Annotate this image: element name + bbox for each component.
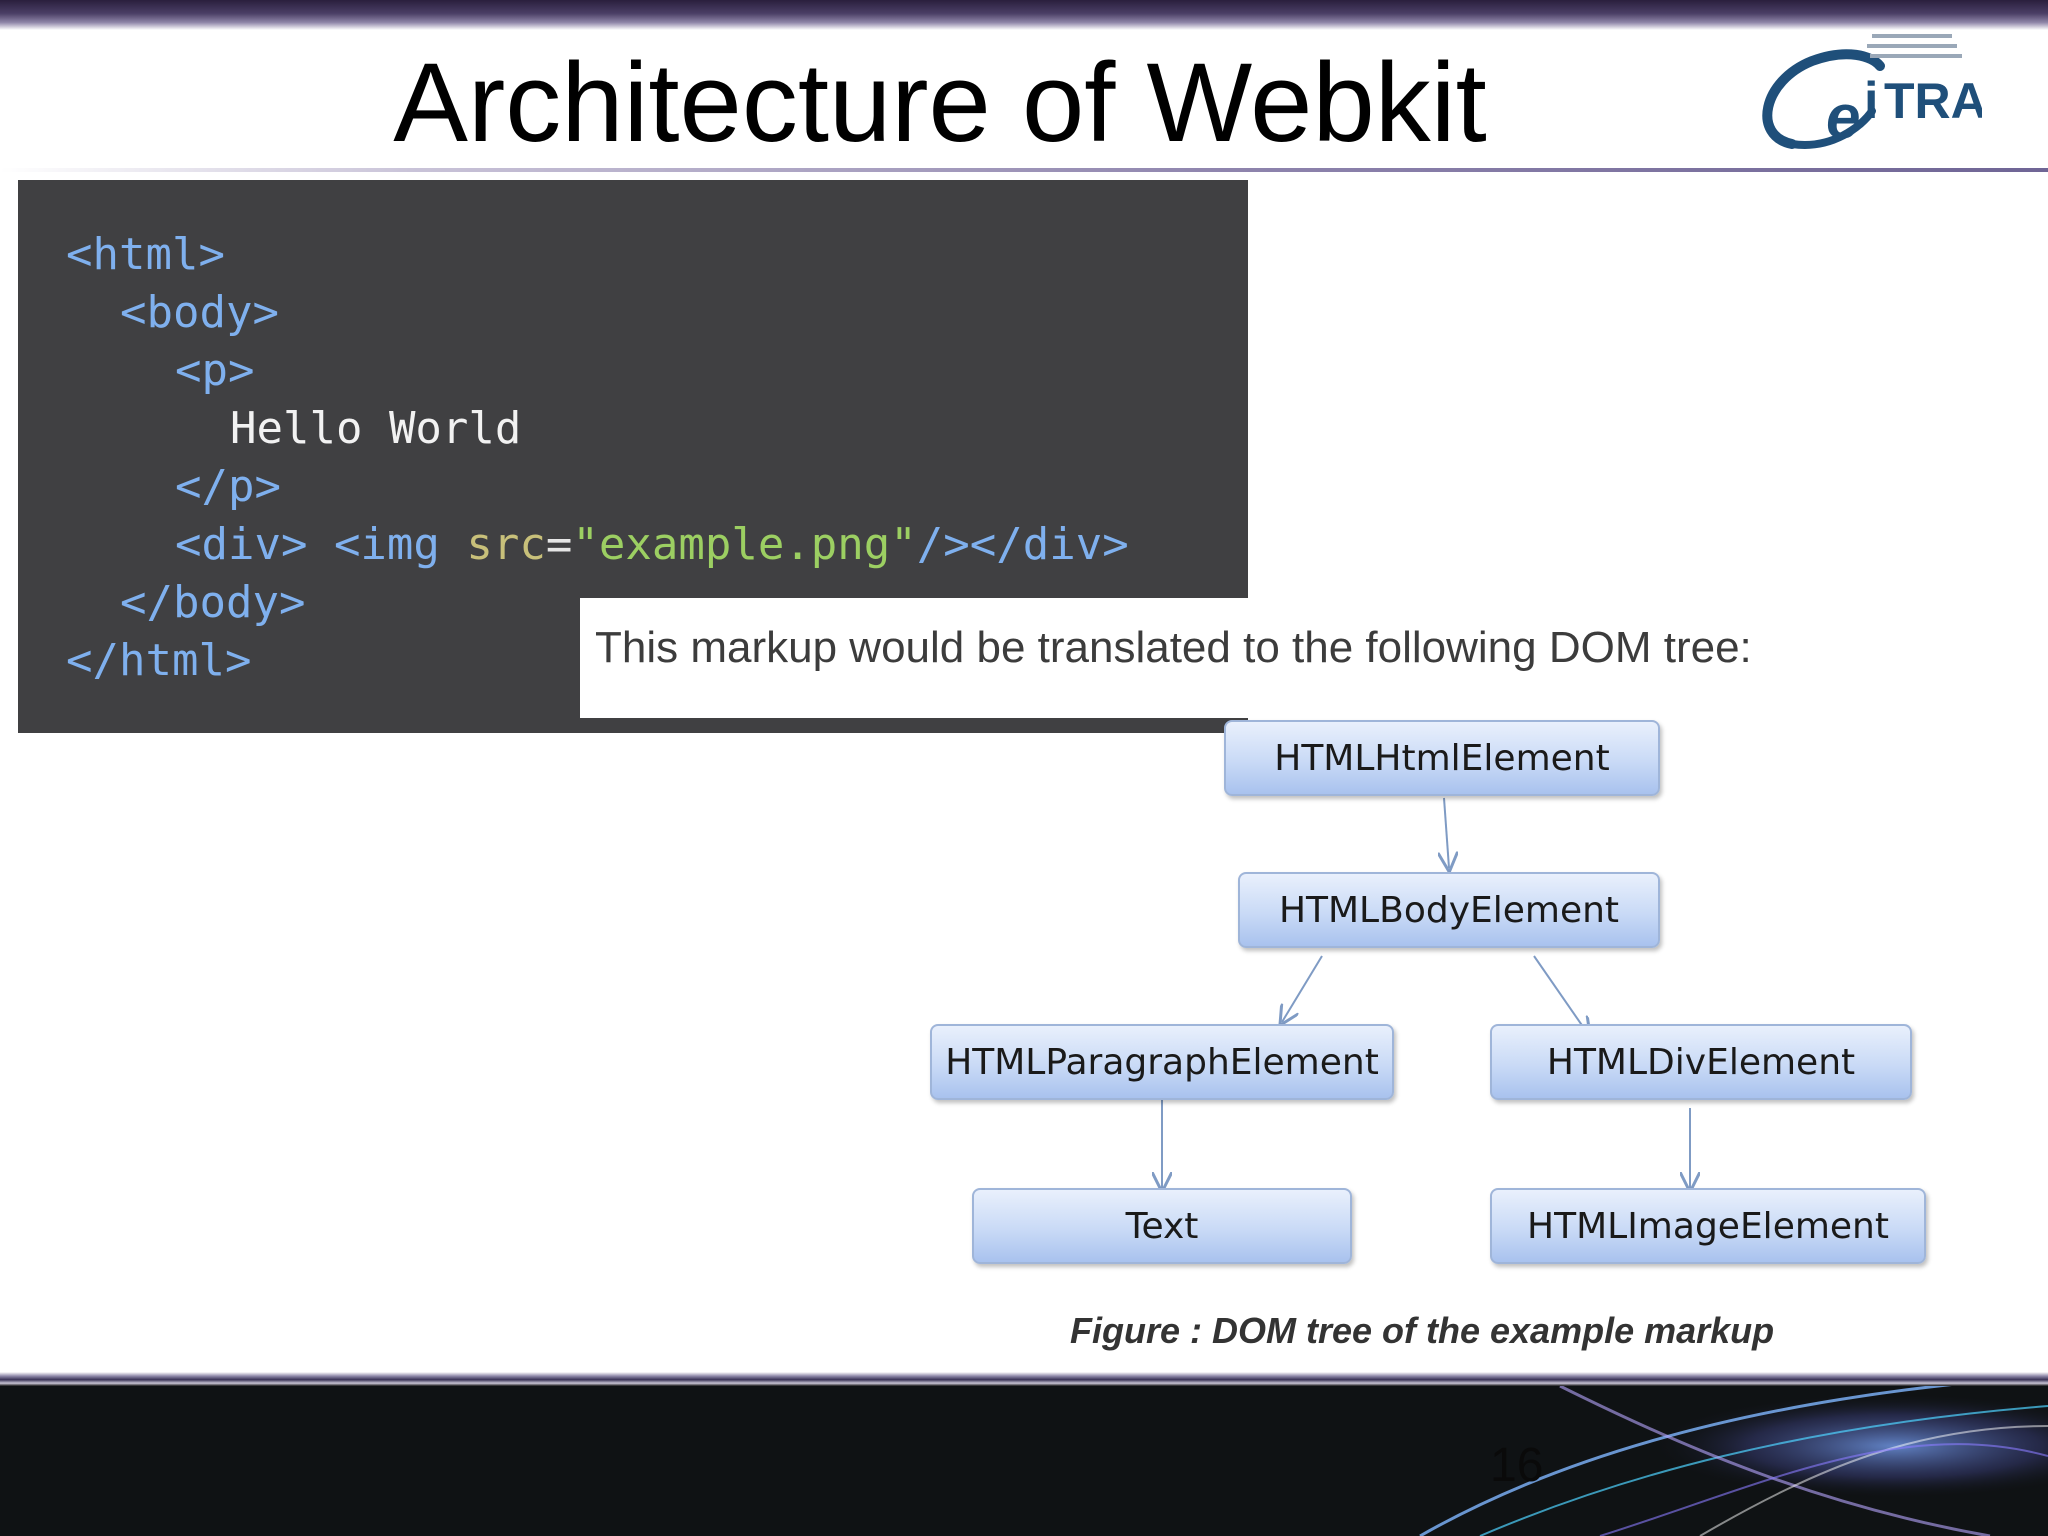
edge-html-body bbox=[1444, 797, 1449, 868]
node-paragraph-element: HTMLParagraphElement bbox=[930, 1024, 1394, 1100]
code-line-p-close: </p> bbox=[175, 461, 281, 512]
intro-text: This markup would be translated to the f… bbox=[595, 623, 1752, 672]
code-attr-src: src bbox=[466, 519, 546, 570]
node-html-element: HTMLHtmlElement bbox=[1224, 720, 1660, 796]
figure-caption: Figure : DOM tree of the example markup bbox=[1070, 1310, 1775, 1351]
code-string-value: "example.png" bbox=[572, 519, 917, 570]
code-div-close: /></div> bbox=[916, 519, 1129, 570]
svg-text:i: i bbox=[1864, 72, 1878, 130]
code-line-html-close: </html> bbox=[66, 635, 252, 686]
code-line-p-open: <p> bbox=[175, 345, 255, 396]
node-body-element: HTMLBodyElement bbox=[1238, 872, 1660, 948]
slide-title: Architecture of Webkit bbox=[393, 40, 1487, 165]
node-text: Text bbox=[972, 1188, 1352, 1264]
node-div-element: HTMLDivElement bbox=[1490, 1024, 1912, 1100]
edge-body-div bbox=[1533, 955, 1588, 1034]
footer-rule bbox=[0, 1372, 2048, 1386]
code-line-hello-world: Hello World bbox=[230, 403, 522, 454]
eitra-logo: e i TRA bbox=[1762, 34, 1982, 152]
edge-body-paragraph bbox=[1282, 955, 1323, 1022]
code-line-div-img: <div> <img src="example.png"/></div> bbox=[175, 516, 1129, 574]
footer-swirl-graphic bbox=[1350, 1386, 2048, 1536]
page-number: 16 bbox=[1490, 1439, 1544, 1492]
code-equals: = bbox=[545, 519, 573, 570]
code-line-html-open: <html> bbox=[66, 229, 225, 280]
code-div-open: <div> <img bbox=[175, 519, 467, 570]
intro-background bbox=[580, 598, 2030, 718]
svg-text:TRA: TRA bbox=[1884, 73, 1982, 129]
code-line-body-close: </body> bbox=[120, 577, 306, 628]
top-band bbox=[0, 0, 2048, 30]
title-rule bbox=[0, 168, 2048, 172]
footer bbox=[0, 1386, 2048, 1536]
node-image-element: HTMLImageElement bbox=[1490, 1188, 1926, 1264]
svg-text:e: e bbox=[1826, 83, 1860, 152]
code-line-body-open: <body> bbox=[120, 287, 279, 338]
